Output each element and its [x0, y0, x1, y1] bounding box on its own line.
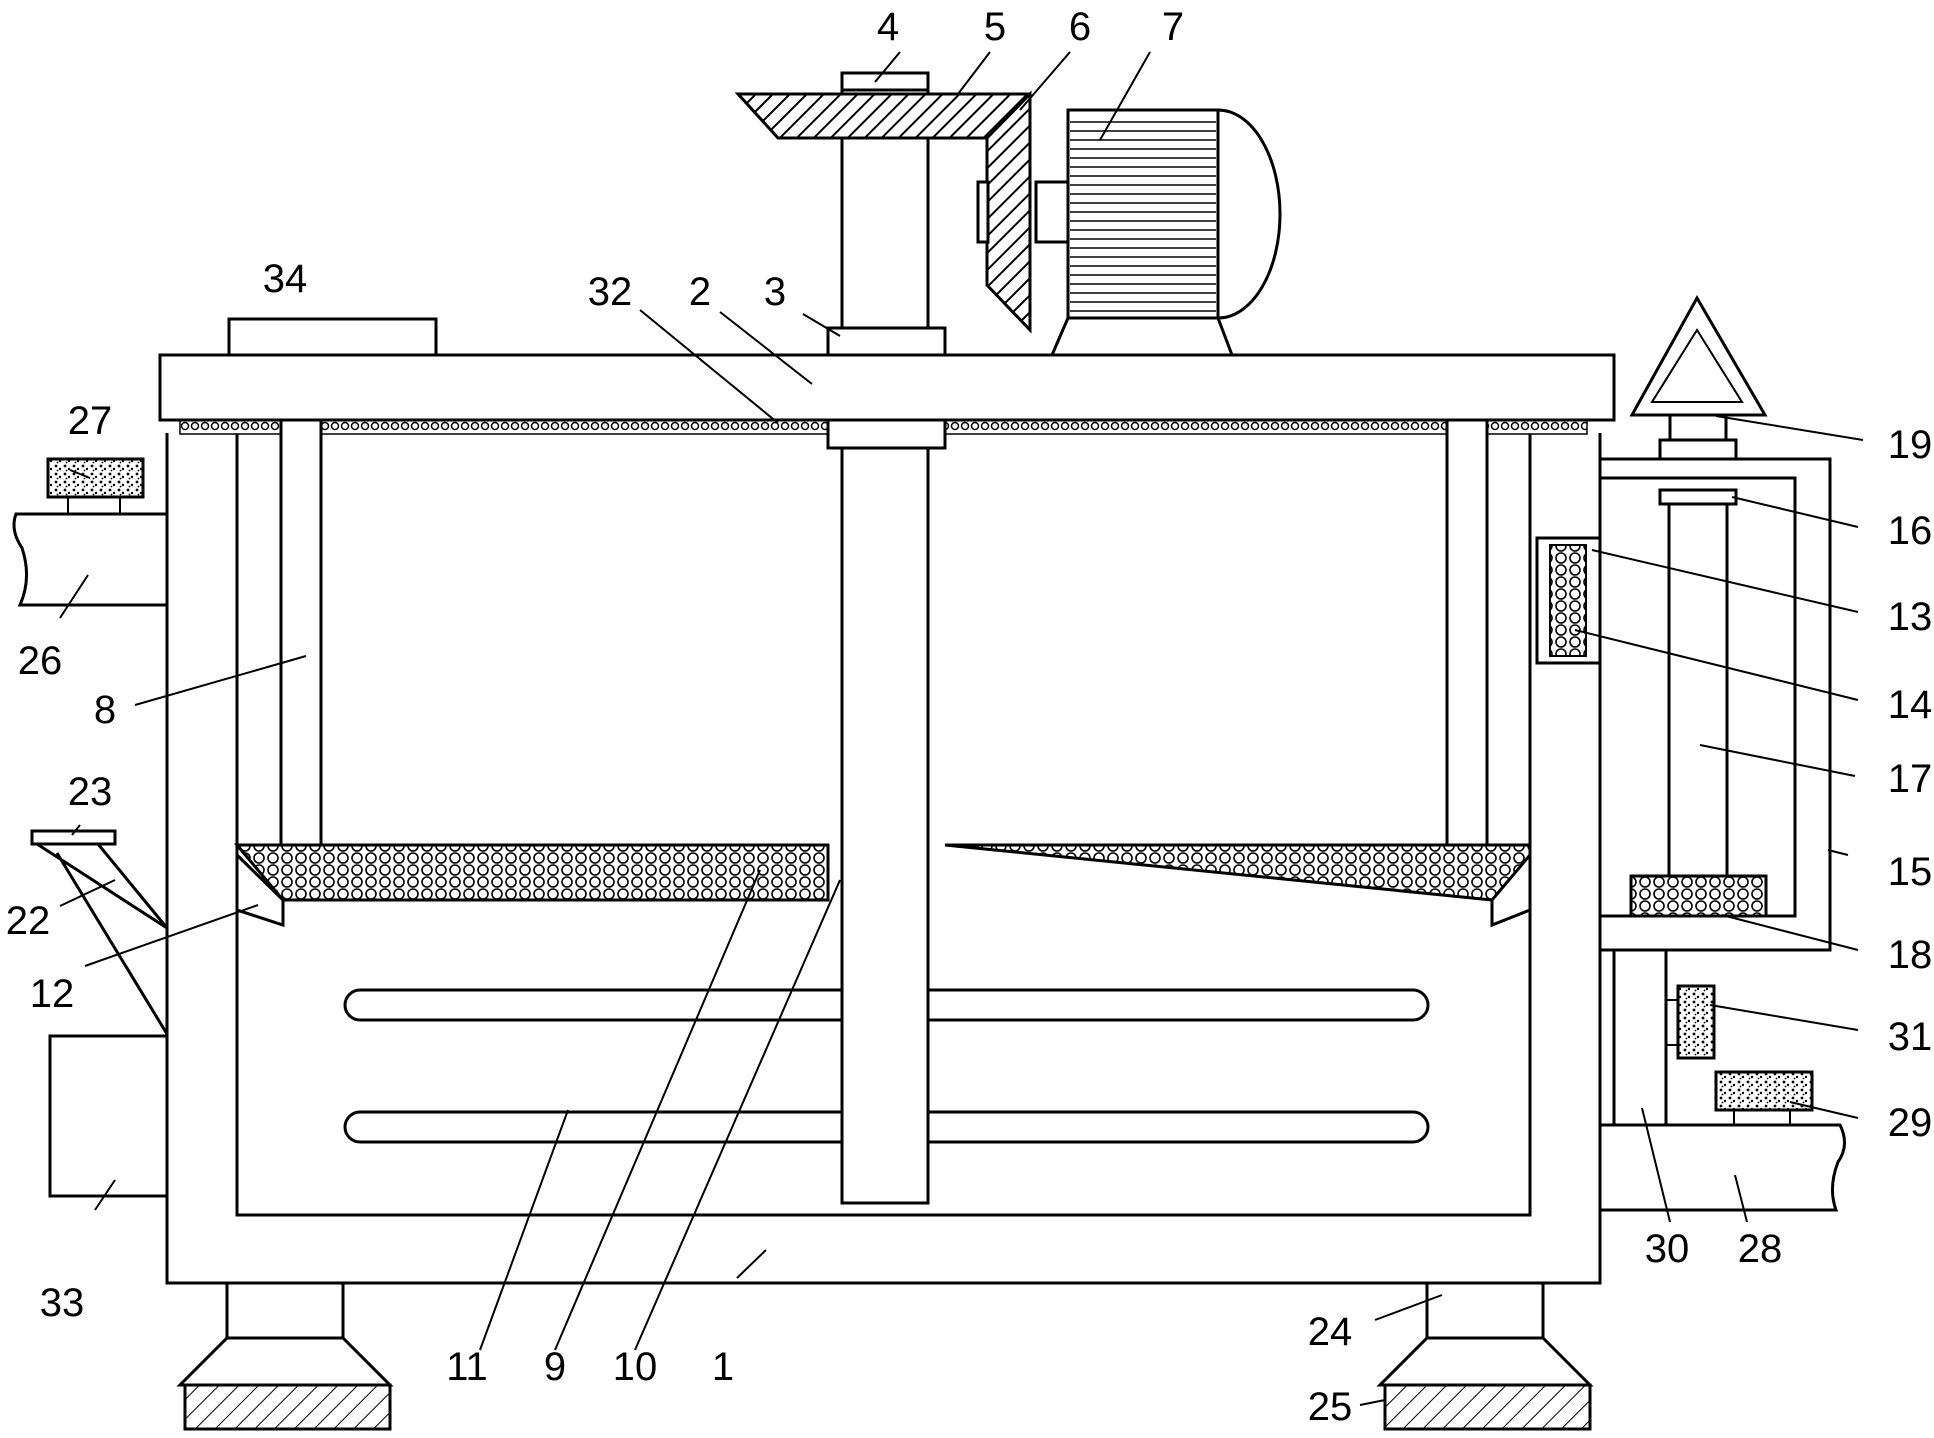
seal-strip-left: [179, 419, 829, 435]
label-10: 10: [613, 1345, 658, 1389]
label-25: 25: [1308, 1385, 1353, 1429]
label-14: 14: [1888, 683, 1933, 727]
gear-hub: [976, 180, 990, 244]
bevel-gear-6: [985, 90, 1032, 334]
top-box: [227, 317, 438, 357]
feed-chute-top: [30, 829, 117, 846]
label-18: 18: [1888, 933, 1933, 977]
label-24: 24: [1308, 1310, 1353, 1354]
label-2: 2: [689, 270, 711, 314]
label-27: 27: [68, 399, 113, 443]
foot-right: [1376, 1281, 1594, 1431]
label-17: 17: [1888, 757, 1933, 801]
label-4: 4: [877, 5, 899, 49]
shaft-cap: [840, 71, 930, 92]
label-15: 15: [1888, 850, 1933, 894]
lid-plate: [158, 353, 1616, 422]
label-9: 9: [544, 1345, 566, 1389]
bevel-gear-5: [734, 92, 1032, 140]
outlet-pipe-28: [1600, 1123, 1846, 1212]
sensor-31: [1676, 984, 1716, 1060]
label-23: 23: [68, 770, 113, 814]
label-28: 28: [1738, 1227, 1783, 1271]
label-7: 7: [1162, 5, 1184, 49]
pad-18: [1629, 874, 1768, 918]
leader-lines: [59, 51, 1864, 1406]
filter-screen-left: [233, 843, 830, 902]
label-31: 31: [1888, 1015, 1933, 1059]
motor: [1034, 108, 1282, 357]
seal-strip-right: [944, 419, 1588, 435]
foot-left: [176, 1281, 394, 1431]
hanging-rods: [279, 418, 1489, 847]
stirring-shaft: [840, 446, 930, 1205]
label-16: 16: [1888, 509, 1933, 553]
label-34: 34: [263, 257, 308, 301]
label-32: 32: [588, 270, 633, 314]
label-22: 22: [6, 899, 51, 943]
stand-30: [1612, 948, 1668, 1127]
label-30: 30: [1645, 1227, 1690, 1271]
label-19: 19: [1888, 423, 1933, 467]
tank-body: [165, 433, 1602, 1285]
label-13: 13: [1888, 595, 1933, 639]
label-6: 6: [1069, 5, 1091, 49]
label-26: 26: [18, 639, 63, 683]
filter-screen-right: [944, 843, 1532, 902]
label-8: 8: [94, 688, 116, 732]
box-33: [48, 1034, 169, 1198]
label-11: 11: [446, 1345, 488, 1389]
label-12: 12: [30, 972, 75, 1016]
label-3: 3: [764, 270, 786, 314]
spring-coil: [1549, 544, 1587, 657]
label-29: 29: [1888, 1101, 1933, 1145]
label-5: 5: [984, 5, 1006, 49]
screen-support-right: [1490, 850, 1532, 928]
dosing-assembly: [1600, 294, 1832, 952]
motor-fins: [1070, 121, 1216, 312]
valve-27: [46, 457, 145, 499]
bearing-top: [826, 326, 947, 357]
inlet-pipe-26: [12, 512, 167, 607]
label-1: 1: [712, 1345, 734, 1389]
reference-numerals: 4 5 6 7 34 32 2 3 27 26 8 23 22 12 33 11…: [6, 5, 1933, 1429]
label-33: 33: [40, 1281, 85, 1325]
bearing-bottom: [826, 418, 947, 450]
